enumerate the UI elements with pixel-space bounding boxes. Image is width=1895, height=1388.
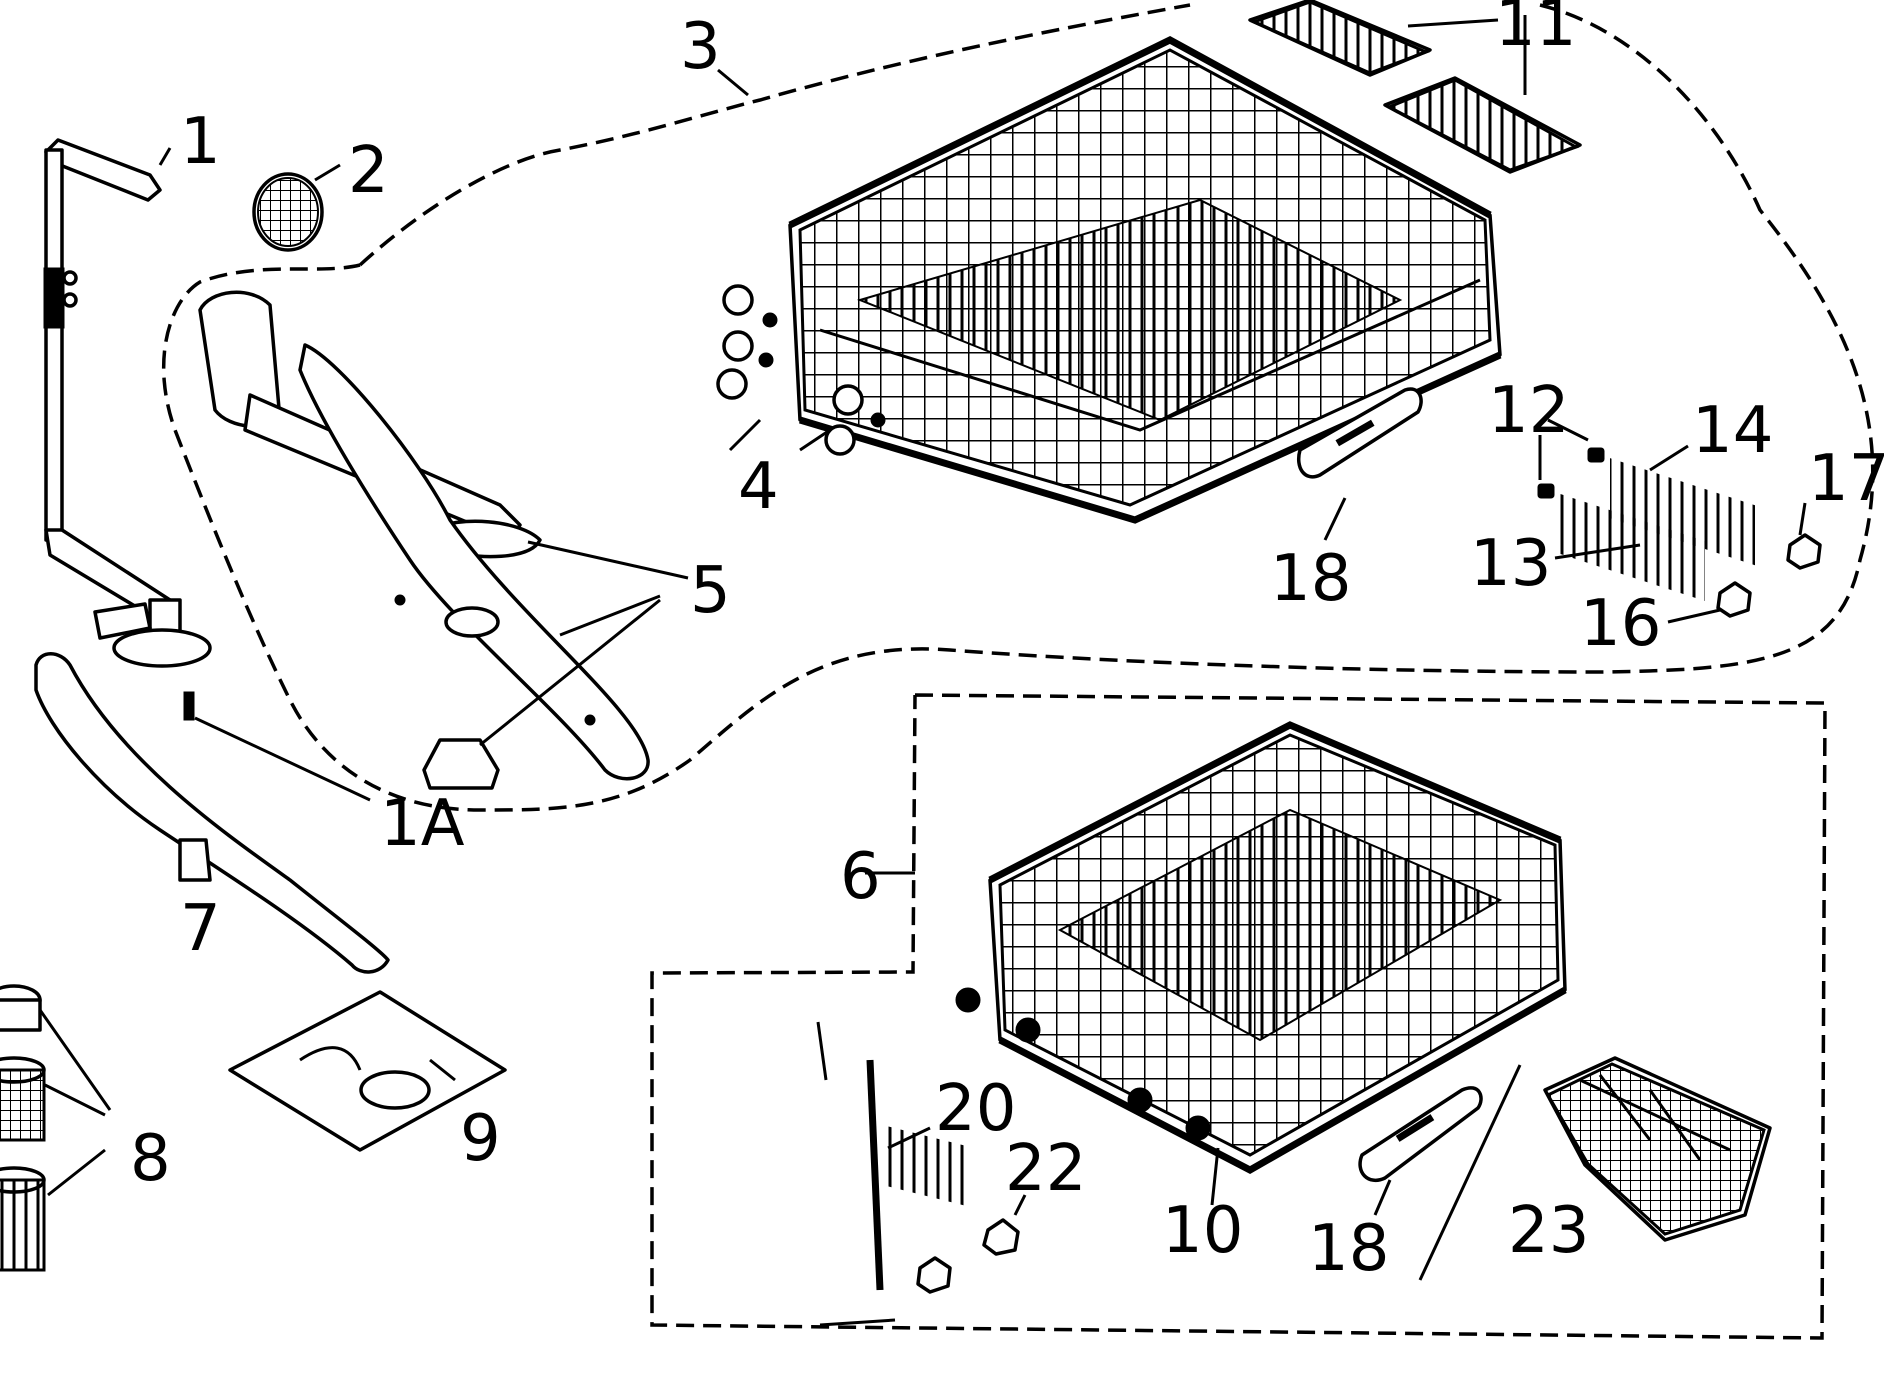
filter-assembly-part-8 [0, 984, 46, 1272]
cup-shelves-part-11 [1248, 0, 1582, 174]
callout-18-lower: 18 [1308, 1212, 1389, 1286]
callout-9: 9 [460, 1102, 501, 1176]
callout-11: 11 [1495, 0, 1576, 61]
rack-stops-parts-16-17 [1716, 533, 1822, 618]
callout-5: 5 [690, 554, 731, 628]
callout-8: 8 [130, 1122, 171, 1196]
filter-cap-part-2 [252, 172, 324, 252]
leader-lines [38, 15, 1807, 1281]
silverware-basket-part-23 [1543, 1056, 1772, 1242]
callout-3: 3 [680, 10, 721, 84]
rack-handle-upper-part-18 [1297, 387, 1423, 479]
callout-22: 22 [1005, 1132, 1086, 1206]
lower-rack-part-6 [988, 721, 1567, 1174]
rack-wheels-part-4 [716, 284, 886, 456]
callout-6: 6 [840, 840, 881, 914]
lower-tine-row-part-20 [816, 1021, 969, 1327]
callout-7: 7 [180, 892, 221, 966]
callout-10: 10 [1162, 1194, 1243, 1268]
callout-1a: 1A [380, 787, 465, 861]
lower-spray-arm-part-7 [34, 652, 390, 974]
callout-20: 20 [935, 1072, 1016, 1146]
callout-12: 12 [1488, 374, 1569, 448]
upper-spray-arm-part-5 [198, 290, 650, 790]
callout-1: 1 [180, 105, 221, 179]
upper-rack-part-3 [788, 36, 1502, 524]
rack-stops-part-22 [916, 1218, 1020, 1294]
lower-rack-assembly-boundary [650, 693, 1827, 1340]
screw-part-1a [183, 691, 195, 721]
callout-16: 16 [1580, 587, 1661, 661]
upper-rack-assembly-boundary [162, 3, 1875, 812]
callout-13: 13 [1470, 527, 1551, 601]
callout-18-upper: 18 [1270, 542, 1351, 616]
callout-2: 2 [348, 134, 389, 208]
lower-rack-wheels-part-10 [955, 987, 1211, 1141]
supply-tube-part-1 [43, 138, 212, 668]
tine-rows-parts-12-13-14 [1537, 447, 1755, 601]
callout-17: 17 [1808, 442, 1889, 516]
callout-4: 4 [738, 450, 779, 524]
sump-plate-part-9 [228, 990, 507, 1152]
rack-handle-lower-part-18 [1358, 1086, 1483, 1182]
callout-14: 14 [1692, 394, 1773, 468]
callout-23: 23 [1508, 1194, 1589, 1268]
